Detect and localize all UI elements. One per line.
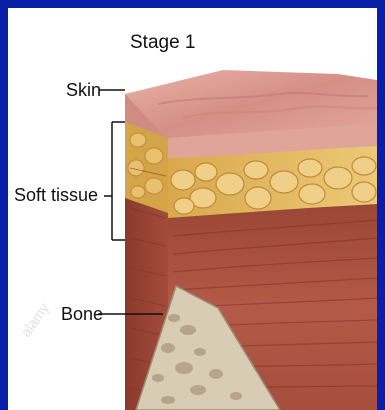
skin-label: Skin: [66, 80, 101, 101]
diagram-frame: alamy Stage 1 Skin Soft tissue Bone: [8, 8, 377, 410]
bone-label: Bone: [61, 304, 103, 325]
diagram-title: Stage 1: [130, 32, 196, 54]
soft-tissue-bracket: [112, 122, 125, 240]
tissue-block-diagram: alamy: [8, 8, 377, 410]
watermark-text: alamy: [17, 300, 52, 340]
soft-tissue-label: Soft tissue: [14, 185, 98, 206]
